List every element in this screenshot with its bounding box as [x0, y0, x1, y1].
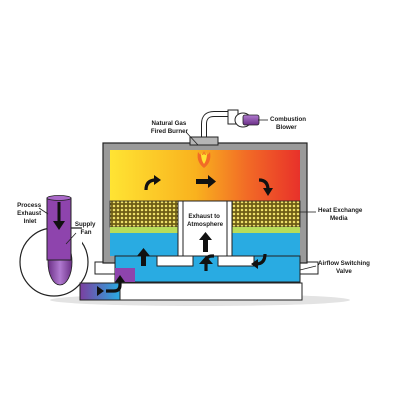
process-inflow-arrowhead-icon: [53, 221, 65, 230]
left-plenum-warm-band: [110, 227, 178, 233]
combustion-blower: [201, 109, 260, 140]
process-exhaust-pipe-top: [46, 195, 72, 201]
label-heat-exchange-media: Heat Exchange Media: [318, 207, 364, 222]
label-exhaust-to-atmosphere: Exhaust to Atmosphere: [187, 213, 224, 228]
exhaust-outflow-arrow-icon: [199, 232, 212, 252]
burner-mount: [189, 136, 219, 146]
heat-exchange-media-right: [231, 200, 301, 228]
label-natural-gas-burner: Natural Gas Fired Burner: [151, 120, 189, 135]
airflow-arrow-hot-left: [144, 175, 161, 191]
leader-process-exhaust-inlet: [38, 207, 49, 215]
label-combustion-blower: Combustion Blower: [270, 116, 308, 131]
leader-natural-gas-burner: [185, 131, 199, 146]
heat-exchange-media-left: [109, 200, 179, 228]
right-plenum-warm-band: [232, 227, 300, 233]
airflow-arrow-exhaust-up: [199, 254, 214, 271]
leader-supply-fan: [65, 232, 77, 245]
burner-flame-icon: [197, 151, 211, 168]
airflow-arrow-hot-center: [196, 175, 216, 188]
airflow-arrow-hot-right: [258, 178, 273, 196]
airflow-arrow-up-left: [137, 248, 150, 266]
label-process-exhaust-inlet: Process Exhaust Inlet: [17, 202, 43, 225]
valve-center-divider: [156, 255, 194, 267]
label-airflow-switching-valve: Airflow Switching Valve: [318, 260, 372, 275]
label-supply-fan: Supply Fan: [75, 221, 97, 236]
airflow-arrow-inlet-up: [97, 275, 125, 296]
left-duct-stub: [94, 261, 116, 275]
valve-right-divider: [217, 255, 255, 267]
airflow-arrow-down-right: [251, 253, 267, 269]
leader-airflow-switching-valve: [299, 265, 317, 271]
